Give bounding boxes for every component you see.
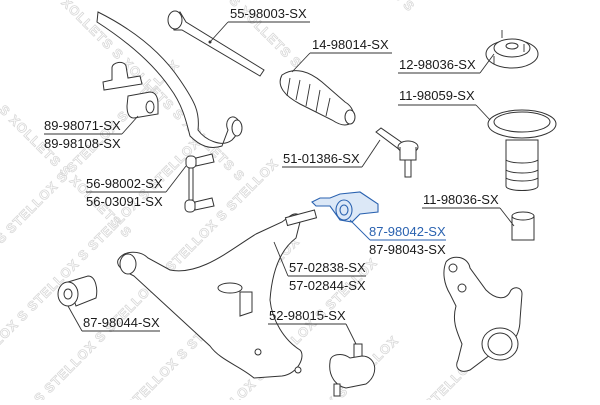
- bump-stop-drawing: [511, 211, 535, 241]
- callout-strut-mount[interactable]: 12-98036-SX: [399, 57, 476, 72]
- stabilizer-bushing-drawing: [102, 61, 159, 119]
- tie-rod-axial-drawing: [167, 10, 265, 77]
- callout-steering-boot[interactable]: 14-98014-SX: [312, 37, 389, 52]
- steering-knuckle-drawing: [443, 256, 523, 372]
- callout-control-arm-2[interactable]: 57-02844-SX: [289, 278, 366, 293]
- callout-stabilizer-bushing-2[interactable]: 89-98108-SX: [44, 136, 121, 151]
- leader-lines: [44, 21, 515, 345]
- callout-bump-stop[interactable]: 11-98036-SX: [423, 192, 499, 207]
- stabilizer-bar-drawing: [96, 11, 243, 149]
- strut-mount-drawing: [485, 30, 539, 69]
- ball-joint-drawing: [329, 343, 376, 397]
- callout-stabilizer-bushing-1[interactable]: 89-98071-SX: [44, 118, 121, 133]
- callout-arm-bushing-front[interactable]: 87-98044-SX: [83, 315, 160, 330]
- callout-stabilizer-link-2[interactable]: 56-03091-SX: [86, 194, 163, 209]
- dust-boot-drawing: [487, 109, 557, 191]
- callout-tie-rod-end[interactable]: 51-01386-SX: [283, 151, 360, 166]
- arm-bushing-front-drawing: [57, 275, 98, 307]
- callout-ball-joint[interactable]: 52-98015-SX: [269, 308, 346, 323]
- tie-rod-end-drawing: [375, 127, 419, 178]
- callout-arm-bushing-rear-1[interactable]: 87-98042-SX: [369, 224, 446, 239]
- callout-dust-boot[interactable]: 11-98059-SX: [399, 88, 475, 103]
- stabilizer-link-drawing: [184, 153, 215, 213]
- callout-control-arm-1[interactable]: 57-02838-SX: [289, 260, 366, 275]
- steering-boot-drawing: [279, 70, 356, 126]
- arm-bushing-rear-drawing: [311, 191, 379, 223]
- callout-arm-bushing-rear-2[interactable]: 87-98043-SX: [369, 242, 446, 257]
- callout-tie-rod-axial[interactable]: 55-98003-SX: [230, 6, 307, 21]
- control-arm-drawing: [117, 209, 318, 379]
- callout-stabilizer-link-1[interactable]: 56-98002-SX: [86, 176, 163, 191]
